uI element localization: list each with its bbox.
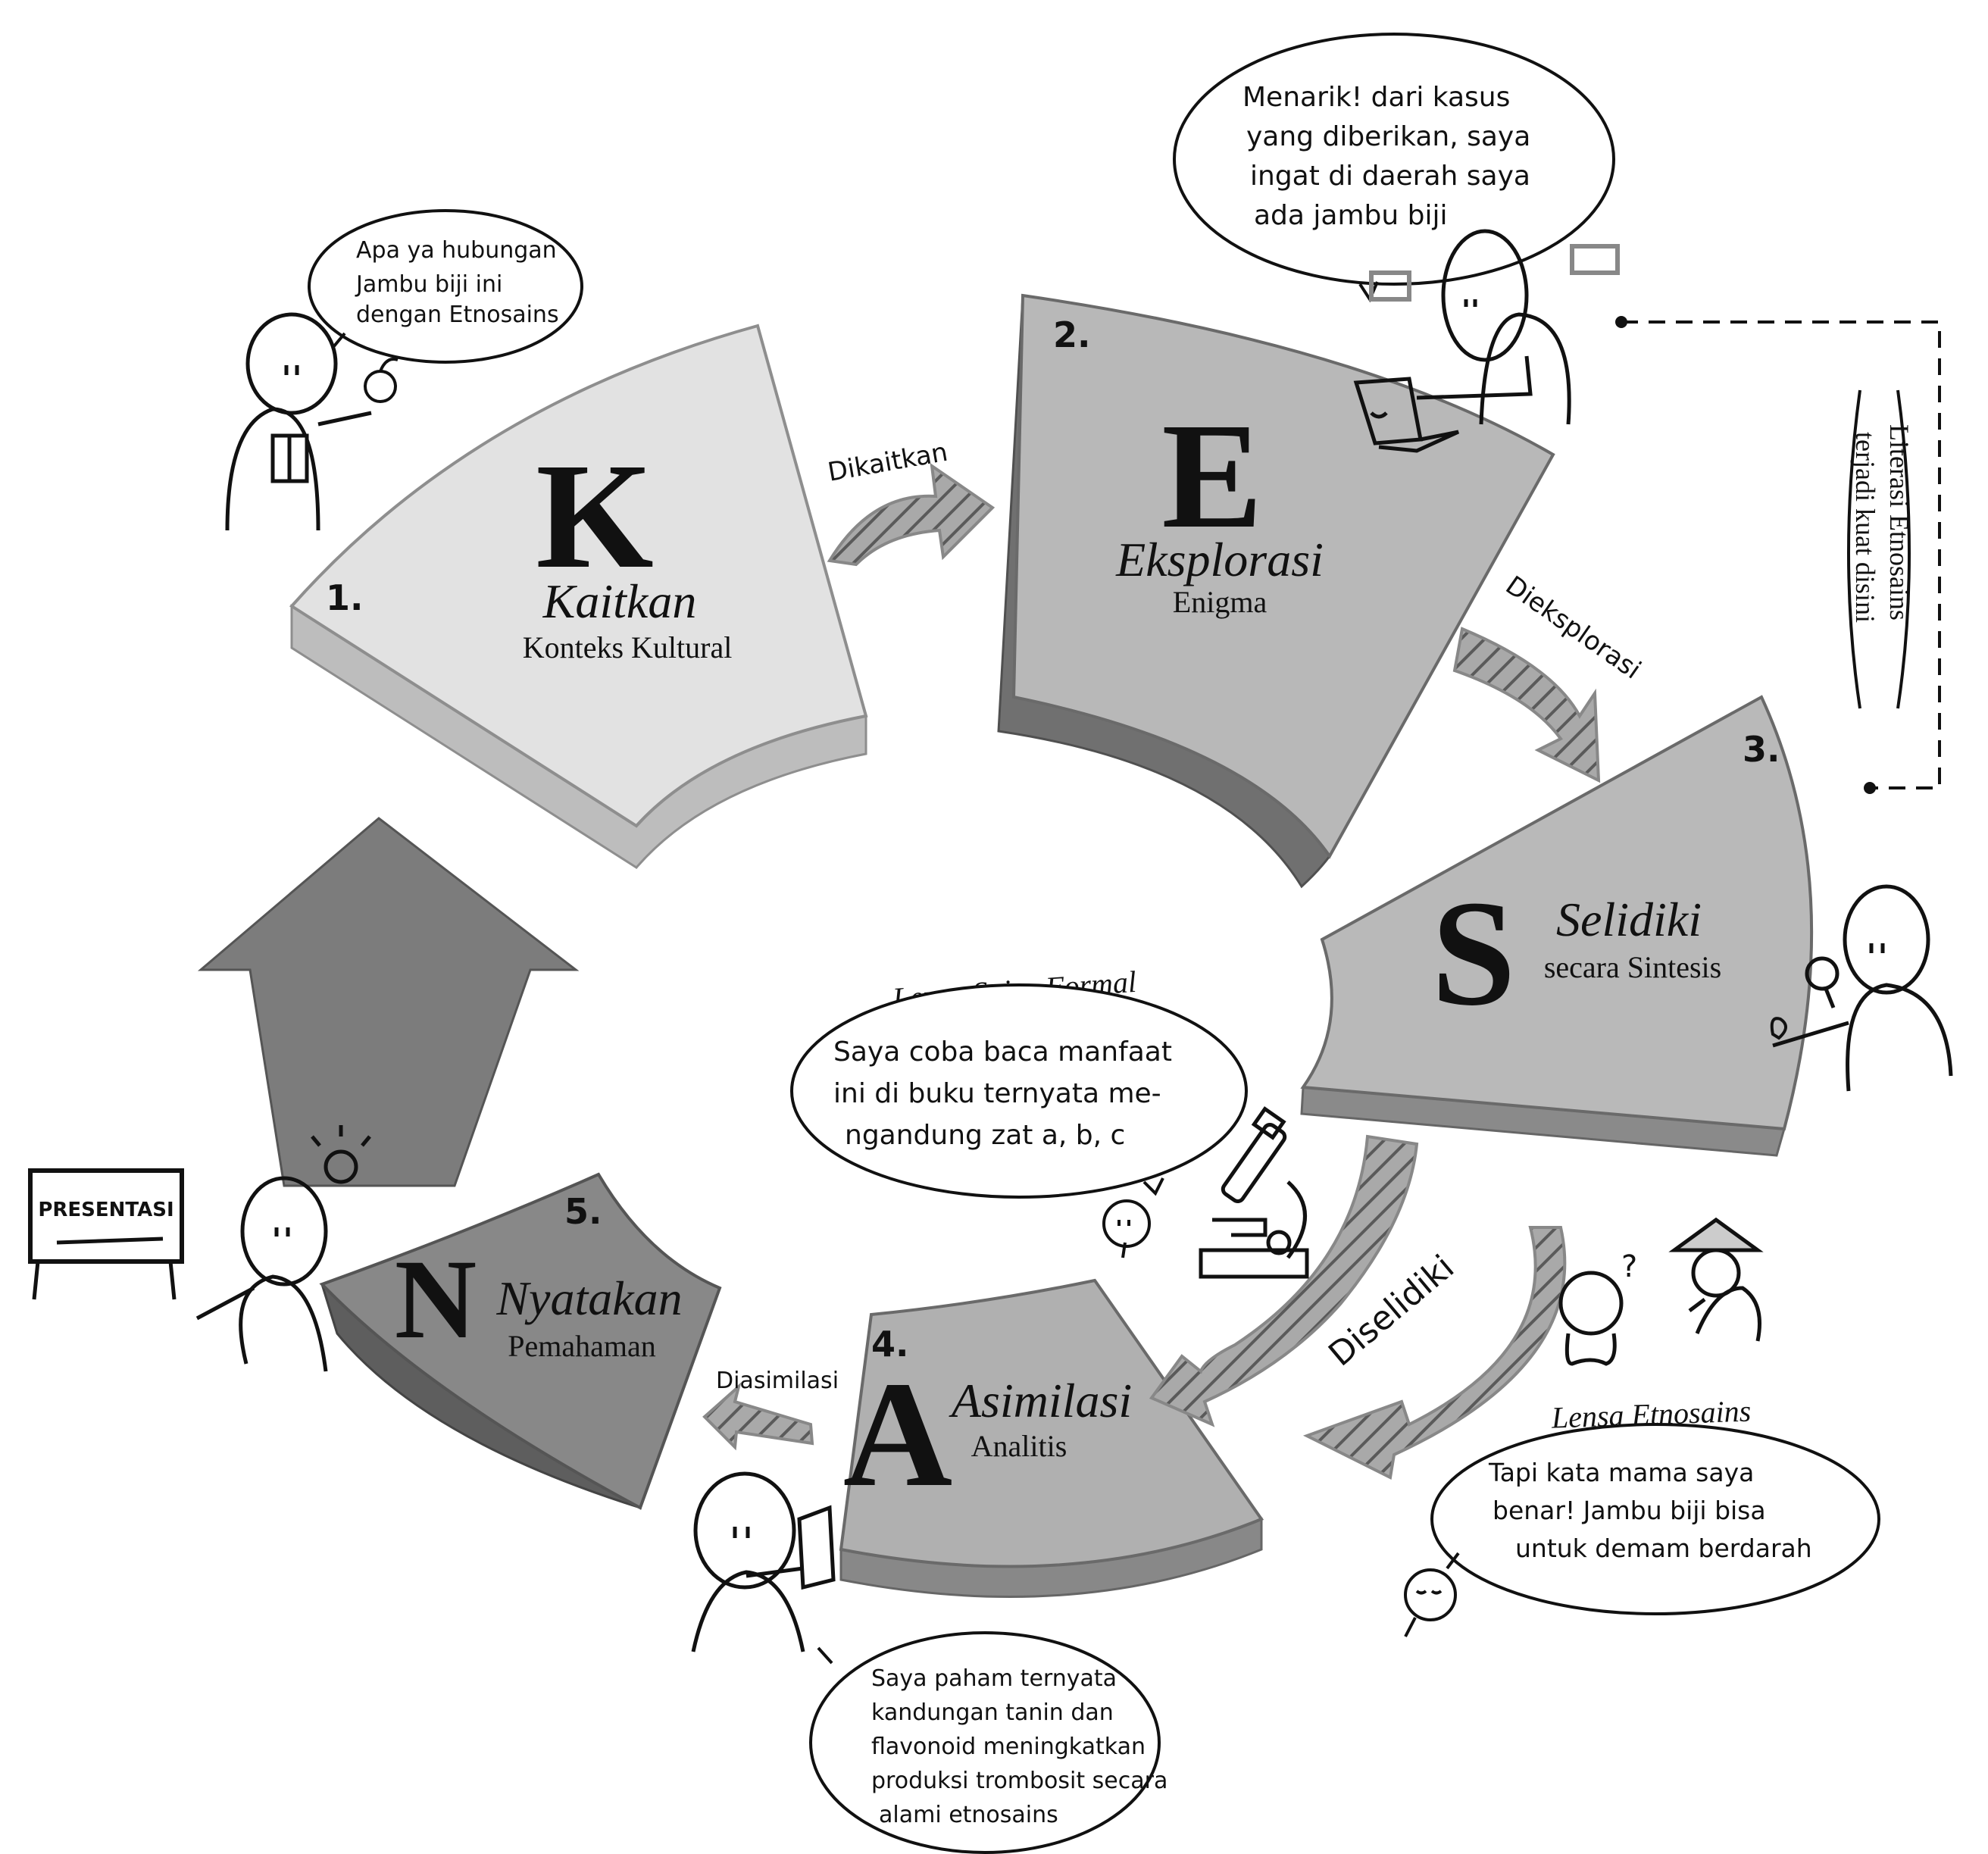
step-n-title: Nyatakan xyxy=(495,1271,682,1325)
speech-bubble-4: Tapi kata mama saya benar! Jambu biji bi… xyxy=(1430,1423,1880,1615)
bubble-2-line-3: ingat di daerah saya xyxy=(1250,161,1530,192)
step-a-number: 4. xyxy=(871,1324,908,1365)
step-n-subtitle: Pemahaman xyxy=(508,1329,656,1363)
bubble-5-line-1: Saya paham ternyata xyxy=(871,1665,1117,1692)
segment-k-face xyxy=(289,324,868,828)
segment-e: 2. E Eksplorasi Enigma xyxy=(997,293,1555,889)
speech-bubble-2: Menarik! dari kasus yang diberikan, saya… xyxy=(1173,33,1615,303)
arrow-dieksplorasi: Dieksplorasi xyxy=(1452,571,1646,783)
window-icon xyxy=(1369,244,1620,302)
segment-n: 5. N Nyatakan Pemahaman xyxy=(319,1172,722,1510)
student-figure-1 xyxy=(225,312,372,531)
step-a-title: Asimilasi xyxy=(949,1374,1132,1427)
apple-icon xyxy=(364,358,399,403)
bubble-5-line-4: produksi trombosit secara xyxy=(871,1768,1167,1794)
bubble-5-line-5: alami etnosains xyxy=(879,1802,1058,1828)
arrow-diasimilasi: Diasimilasi xyxy=(702,1368,839,1451)
segment-a-face xyxy=(839,1278,1264,1568)
side-note-line2: terjadi kuat disini xyxy=(1850,432,1880,623)
bubble-3-line-2: ini di buku ternyata me- xyxy=(833,1078,1161,1109)
bubble-2-line-1: Menarik! dari kasus xyxy=(1242,82,1510,113)
bubble-3-line-3: ngandung zat a, b, c xyxy=(845,1120,1125,1151)
arrow-dikaitkan-label: Dikaitkan xyxy=(826,437,950,488)
bubble-1-line-2: Jambu biji ini xyxy=(355,271,502,298)
segment-s-face xyxy=(1300,695,1814,1131)
student-figure-question: ? xyxy=(1558,1249,1637,1366)
arrow-diasimilasi-label: Diasimilasi xyxy=(716,1368,839,1394)
speech-bubble-5: Saya paham ternyata kandungan tanin dan … xyxy=(809,1631,1175,1854)
lightbulb-icon xyxy=(311,1125,371,1184)
magnifier-icon xyxy=(1805,956,1840,1008)
step-k-subtitle: Konteks Kultural xyxy=(523,630,733,664)
graduate-figure xyxy=(1668,1217,1764,1342)
step-e-number: 2. xyxy=(1053,314,1090,355)
bubble-1-line-3: dengan Etnosains xyxy=(356,302,559,328)
laptop-icon xyxy=(1353,377,1460,453)
paper-icon xyxy=(797,1505,836,1590)
thinking-face-icon xyxy=(1102,1199,1151,1258)
bubble-2-line-2: yang diberikan, saya xyxy=(1246,121,1530,152)
step-s-letter: S xyxy=(1431,870,1515,1037)
svg-text:Tapi kata mama saya bena: Tapi kata mama saya benar! Jambu biji bi… xyxy=(1488,1458,1812,1563)
svg-text:Apa ya hubungan Jambu bi: Apa ya hubungan Jambu biji ini dengan Et… xyxy=(355,237,564,328)
svg-text:Saya coba baca manfaat i: Saya coba baca manfaat ini di buku terny… xyxy=(833,1036,1180,1151)
svg-text:Saya paham ternyata kand: Saya paham ternyata kandungan tanin dan … xyxy=(871,1665,1175,1828)
bubble-1-line-1: Apa ya hubungan xyxy=(356,237,557,264)
segment-s: 3. S Selidiki secara Sintesis xyxy=(1300,695,1814,1157)
segment-a: 4. A Asimilasi Analitis xyxy=(839,1278,1264,1598)
student-figure-3 xyxy=(1772,884,1953,1092)
bubble-5-line-2: kandungan tanin dan xyxy=(871,1699,1114,1726)
step-s-number: 3. xyxy=(1743,729,1780,770)
step-e-letter: E xyxy=(1161,392,1262,560)
step-k-title: Kaitkan xyxy=(542,574,697,628)
brush-icon xyxy=(1770,1017,1787,1040)
step-k-number: 1. xyxy=(326,577,363,618)
segment-n-face xyxy=(319,1172,722,1510)
arrow-formal-lens xyxy=(1149,1134,1419,1427)
side-note: Literasi Etnosains terjadi kuat disini xyxy=(1615,316,1941,794)
step-e-subtitle: Enigma xyxy=(1173,585,1268,619)
segment-k: 1. K Kaitkan Konteks Kultural xyxy=(289,324,868,869)
step-a-letter: A xyxy=(843,1351,952,1518)
step-s-subtitle: secara Sintesis xyxy=(1544,950,1721,984)
side-note-line1: Literasi Etnosains xyxy=(1884,424,1915,621)
step-n-letter: N xyxy=(395,1237,477,1362)
speech-bubble-1: Apa ya hubungan Jambu biji ini dengan Et… xyxy=(308,209,583,364)
presentation-board: PRESENTASI xyxy=(28,1168,184,1300)
step-k-letter: K xyxy=(536,433,654,600)
house-arrow xyxy=(197,817,580,1187)
speech-bubble-3: Saya coba baca manfaat ini di buku terny… xyxy=(790,983,1248,1199)
bubble-3-line-1: Saya coba baca manfaat xyxy=(833,1036,1172,1068)
student-figure-2 xyxy=(1416,229,1571,425)
bubble-4-line-2: benar! Jambu biji bisa xyxy=(1493,1496,1766,1525)
bubble-4-line-1: Tapi kata mama saya xyxy=(1488,1458,1754,1487)
question-mark-icon: ? xyxy=(1621,1249,1637,1284)
step-a-subtitle: Analitis xyxy=(971,1429,1067,1463)
presentation-board-label: PRESENTASI xyxy=(38,1199,173,1221)
step-n-number: 5. xyxy=(564,1191,602,1232)
bubble-4-line-3: untuk demam berdarah xyxy=(1515,1534,1812,1563)
step-s-title: Selidiki xyxy=(1556,893,1702,946)
bubble-5-line-3: flavonoid meningkatkan xyxy=(871,1734,1146,1760)
arrow-dikaitkan: Dikaitkan xyxy=(826,437,996,567)
student-figure-4 xyxy=(691,1471,805,1652)
student-figure-5 xyxy=(195,1176,328,1372)
sleepy-face-icon xyxy=(1404,1568,1457,1637)
svg-text:Menarik! dari kasus yang: Menarik! dari kasus yang diberikan, saya… xyxy=(1242,82,1539,231)
bubble-2-line-4: ada jambu biji xyxy=(1254,200,1448,231)
microscope-icon xyxy=(1199,1106,1309,1279)
step-e-title: Eksplorasi xyxy=(1115,533,1324,586)
